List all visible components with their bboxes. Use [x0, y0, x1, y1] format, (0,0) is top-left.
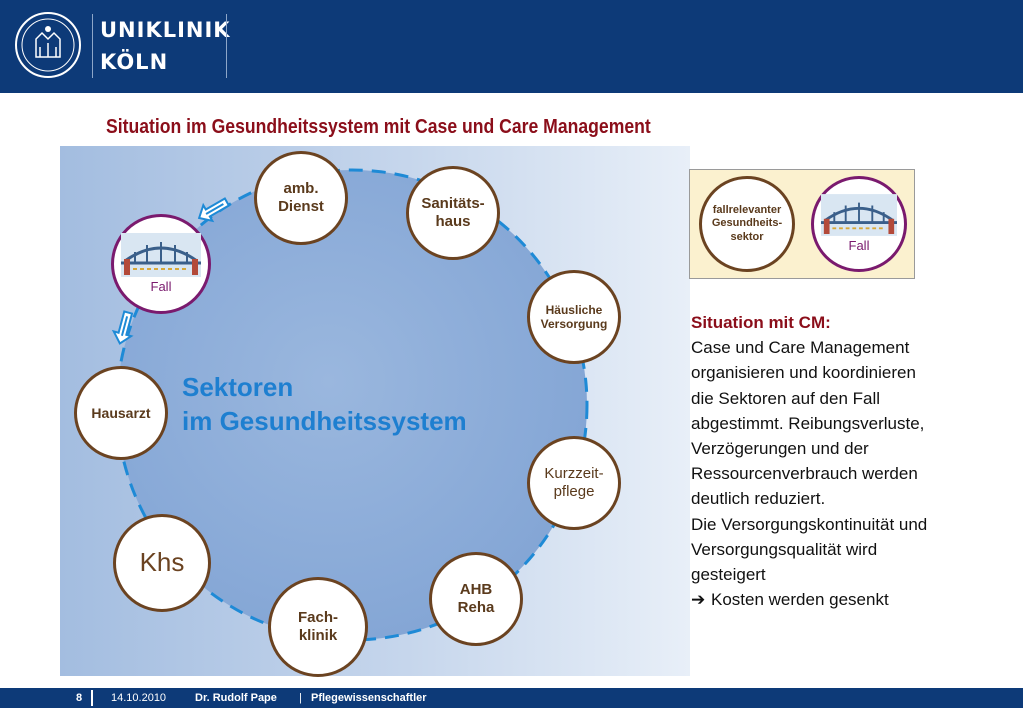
- footer-bar: 8 14.10.2010 Dr. Rudolf Pape | Pflegewis…: [0, 688, 1023, 708]
- arrow-right-icon: ➔: [691, 590, 706, 610]
- page-number: 8: [76, 692, 83, 704]
- footer-role: Pflegewissenschaftler: [311, 692, 427, 704]
- legend-sector-line-3: sektor: [730, 230, 764, 243]
- explanation-line: Verzögerungen und der: [691, 439, 869, 459]
- explanation-line: Versorgungsqualität wird: [691, 539, 878, 559]
- legend-sector-node: fallrelevanter Gesundheits- sektor: [699, 176, 795, 272]
- brand-name-line-1: UNIKLINIK: [100, 18, 231, 42]
- sector-label-line-1: Khs: [139, 547, 185, 578]
- sector-label-line-1: AHB: [459, 581, 493, 598]
- explanation-text: Situation mit CM: Case und Care Manageme…: [691, 310, 991, 612]
- explanation-line: deutlich reduziert.: [691, 489, 826, 509]
- center-label: Sektoren im Gesundheitssystem: [182, 370, 467, 438]
- explanation-heading: Situation mit CM:: [691, 313, 831, 332]
- header-bar: UNIKLINIK KÖLN: [0, 0, 1023, 93]
- case-label: Fall: [150, 279, 172, 295]
- sector-node-amb-dienst: amb. Dienst: [254, 151, 348, 245]
- bridge-icon: [821, 194, 897, 237]
- explanation-last-line: ➔Kosten werden gesenkt: [691, 587, 991, 612]
- legend-sector-line-2: Gesundheits-: [711, 217, 783, 230]
- legend-box: fallrelevanter Gesundheits- sektor Fall: [689, 169, 915, 279]
- sector-label-line-2: Reha: [457, 599, 495, 616]
- slide-title: Situation im Gesundheitssystem mit Case …: [106, 116, 651, 138]
- legend-sector-line-1: fallrelevanter: [712, 204, 782, 217]
- sector-label-line-2: pflege: [553, 483, 595, 500]
- legend-case-node: Fall: [811, 176, 907, 272]
- sector-node-kurzzeitpflege: Kurzzeit- pflege: [527, 436, 621, 530]
- sector-label-line-1: Kurzzeit-: [544, 465, 604, 482]
- case-node: Fall: [111, 214, 211, 314]
- sector-label-line-2: Versorgung: [540, 317, 608, 331]
- sector-label-line-2: klinik: [298, 627, 338, 644]
- explanation-line: organisieren und koordinieren: [691, 363, 916, 383]
- center-label-line-1: Sektoren: [182, 372, 294, 402]
- explanation-line: Case und Care Management: [691, 338, 910, 358]
- legend-case-label: Fall: [848, 238, 870, 254]
- sector-node-haeusliche-versorgung: Häusliche Versorgung: [527, 270, 621, 364]
- sector-label-line-1: Hausarzt: [91, 404, 151, 421]
- sector-label-line-2: Dienst: [278, 198, 324, 215]
- sector-label-line-1: amb.: [283, 180, 319, 197]
- bridge-icon: [121, 233, 201, 278]
- footer-divider: [91, 690, 93, 706]
- sector-node-sanitaetshaus: Sanitäts- haus: [406, 166, 500, 260]
- footer-date: 14.10.2010: [111, 692, 167, 704]
- sector-node-hausarzt: Hausarzt: [74, 366, 168, 460]
- sector-label-line-1: Sanitäts-: [421, 195, 485, 212]
- explanation-line: Die Versorgungskontinuität und: [691, 514, 928, 534]
- footer-separator: |: [299, 692, 302, 704]
- explanation-line: Ressourcenverbrauch werden: [691, 464, 918, 484]
- footer-author: Dr. Rudolf Pape: [195, 692, 277, 704]
- explanation-line: die Sektoren auf den Fall: [691, 388, 881, 408]
- sector-label-line-1: Häusliche: [545, 302, 603, 317]
- sector-node-khs: Khs: [113, 514, 211, 612]
- explanation-last-line-text: Kosten werden gesenkt: [711, 590, 889, 610]
- brand-name-line-2: KÖLN: [100, 50, 169, 74]
- sector-label-line-2: haus: [435, 213, 471, 230]
- explanation-line: gesteigert: [691, 565, 766, 585]
- center-label-line-2: im Gesundheitssystem: [182, 406, 467, 436]
- university-seal-icon: [15, 12, 81, 78]
- explanation-line: abgestimmt. Reibungsverluste,: [691, 413, 925, 433]
- sector-node-fachklinik: Fach- klinik: [268, 577, 368, 677]
- ring-arrow-top: [197, 197, 231, 223]
- brand-divider: [92, 14, 93, 78]
- ring-arrow-left: [111, 310, 134, 345]
- sector-node-ahb-reha: AHB Reha: [429, 552, 523, 646]
- sector-label-line-1: Fach-: [297, 609, 338, 626]
- brand-divider: [226, 14, 227, 78]
